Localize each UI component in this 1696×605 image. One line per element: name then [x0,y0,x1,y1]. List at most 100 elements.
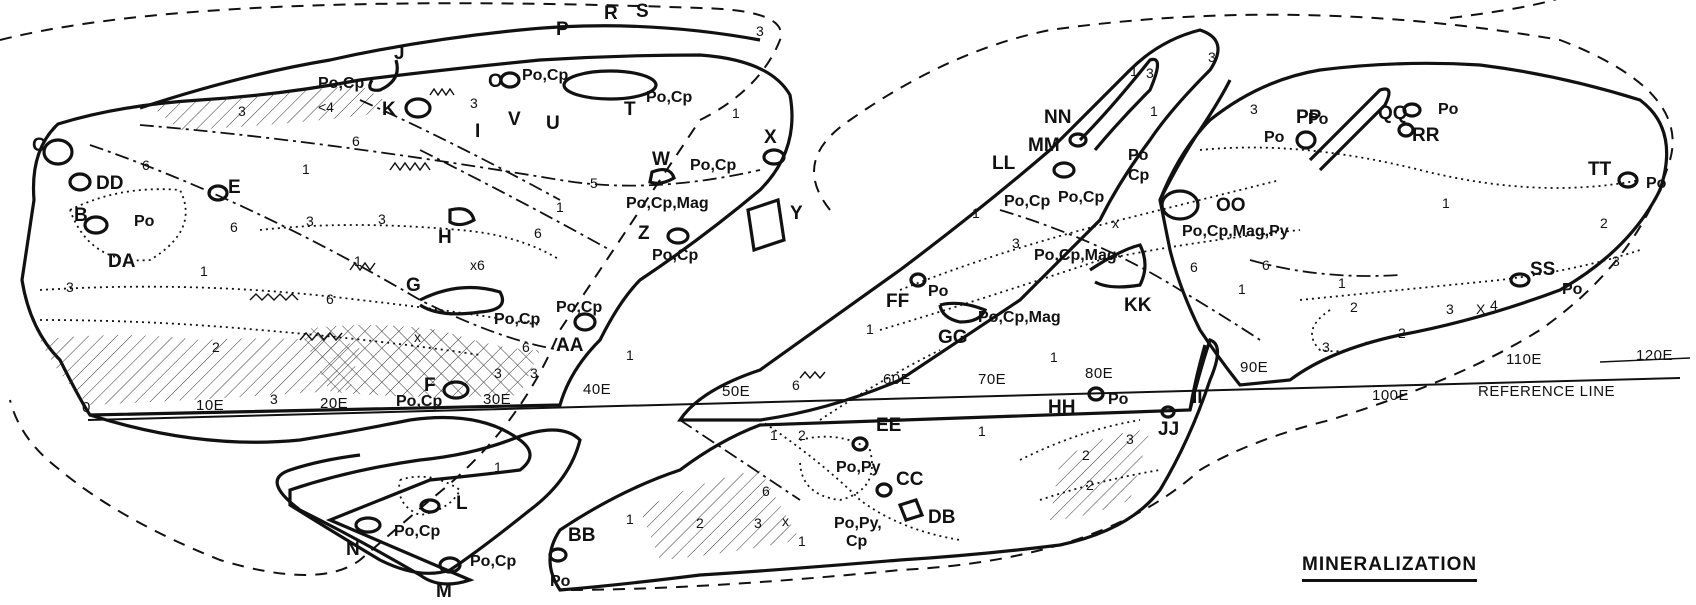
deposit-label-dd: DD [96,173,124,194]
deposit-outline-t [562,69,658,101]
deposit-label-ee: EE [876,415,902,436]
deposit-label-v: V [508,109,521,130]
zone-number: 1 [354,253,362,269]
deposit-outline-m [438,556,462,574]
deposit-outline-g [419,285,505,316]
contact-dashdot-7 [679,419,801,501]
mineral-label: Po [1108,391,1129,408]
deposit-outline-h [448,207,476,227]
mineral-label: Po [1562,281,1583,298]
zone-number: 6 [230,219,238,235]
deposit-label-ff: FF [886,291,910,312]
outer-dashed-boundary-east [559,13,1674,591]
zone-number: 3 [494,365,502,381]
mineral-label: Po,Cp [690,157,737,174]
deposit-label-j: J [394,43,405,64]
contact-dotted-1 [39,285,541,326]
deposit-outline-ll [1052,161,1076,179]
deposit-label-tt: TT [1588,159,1612,180]
zone-number: 3 [66,279,74,295]
deposit-outline-b [83,215,109,235]
zone-number: 6 [1190,259,1198,275]
zone-number: 1 [866,321,874,337]
zone-number: 1 [626,347,634,363]
zone-number: x6 [470,257,485,273]
mineral-label: Po [928,283,949,300]
fault-zigzag-3 [389,161,431,172]
contact-dashdot-6 [1249,259,1401,277]
fault-zigzag-2 [299,331,343,342]
inlet-ii [1188,344,1207,411]
deposit-label-ii: II [1192,387,1203,408]
mineral-label: Cp [846,533,868,550]
deposit-label-da: DA [108,251,136,272]
zone-number: x [782,513,789,529]
deposit-outline-mm [1068,132,1088,148]
deposit-label-nn: NN [1044,107,1072,128]
deposit-label-b: B [74,205,88,226]
zone-number: 1 [798,533,806,549]
deposit-label-z: Z [638,223,650,244]
reference-line [87,377,1681,421]
mineral-label: Po,Cp [394,523,441,540]
deposit-outline-y [746,197,786,253]
inlet-central [1158,79,1232,201]
deposit-label-ss: SS [1530,259,1556,280]
zone-number: x [1112,215,1119,231]
zone-number: 6 [522,339,530,355]
zone-number: 6 [326,291,334,307]
zone-number: 3 [270,391,278,407]
contact-dashdot-3 [419,149,611,251]
mineral-label: Po [1308,111,1329,128]
zone-number: 1 [626,511,634,527]
mineral-label: Po,Cp [318,75,365,92]
outer-dashed-boundary-west [0,2,782,576]
zone-number: 6 [142,157,150,173]
zone-number: 4 [1490,297,1498,313]
fault-zigzag-6 [799,370,826,380]
deposit-label-hh: HH [1048,397,1076,418]
mineral-label: Po,Cp [1004,193,1051,210]
fault-zigzag-5 [349,261,376,272]
zone-number: 3 [754,515,762,531]
mineral-label: Po,Cp [652,247,699,264]
mineral-label: Po [1646,175,1667,192]
zone-number: 1 [1130,63,1138,79]
scale-tick: 0 [82,399,91,416]
zone-number: 3 [238,103,246,119]
zone-number: 5 [590,175,598,191]
deposit-label-gg: GG [938,327,968,348]
deposit-label-e: E [228,177,241,198]
map-title: MINERALIZATION [1302,554,1478,582]
mineral-label: Po,Cp [646,89,693,106]
deposit-label-jj: JJ [1158,419,1180,440]
south-peninsula [288,428,582,575]
deposit-outline-ee [851,436,869,452]
mineral-label: Po [1128,147,1149,164]
deposit-outline-k [404,97,432,119]
mineral-label: Po,Cp,Mag [1034,247,1117,264]
deposit-outline-j [368,59,399,92]
scale-tick: 70E [978,371,1007,388]
scale-tick: 40E [583,381,612,398]
deposit-label-t: T [624,99,636,120]
deposit-label-cc: CC [896,469,924,490]
zone-number: 6 [792,377,800,393]
zone-number: 1 [978,423,986,439]
deposit-label-s: S [636,1,649,22]
zone-number: 6 [762,483,770,499]
zone-number: 1 [494,459,502,475]
deposit-label-o: O [488,71,503,92]
fault-zigzag-4 [429,87,455,97]
deposit-outline-c [42,138,74,166]
deposit-outline-f [442,380,470,400]
zone-number: 2 [1086,477,1094,493]
southeast-landmass [548,337,1220,592]
deposit-outline-jj [1160,405,1176,419]
mineral-label: Po,Py, [834,515,882,532]
deposit-outline-tt [1617,171,1639,189]
zone-number: 6 [534,225,542,241]
mineral-label: Po,Cp,Mag [978,309,1061,326]
mineral-label: Po,Cp [522,67,569,84]
